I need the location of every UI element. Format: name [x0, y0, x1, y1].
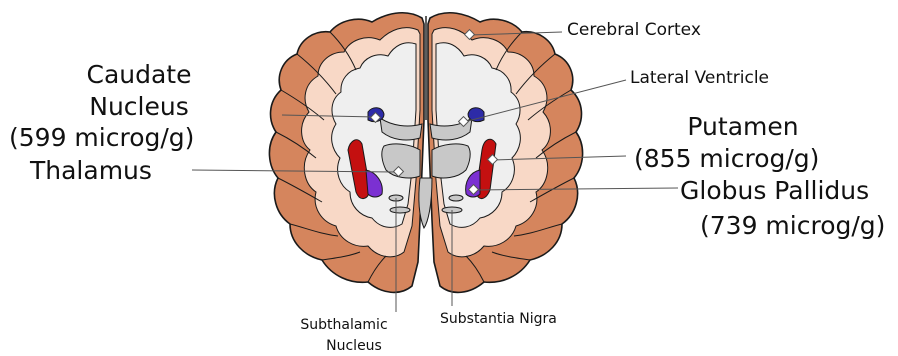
label-caudate-line2: Nucleus: [40, 94, 238, 119]
label-thalamus: Thalamus: [30, 158, 152, 183]
left-substantia-nigra: [390, 207, 410, 213]
right-caudate-nucleus: [468, 108, 484, 122]
label-putamen-line1: Putamen: [648, 114, 838, 139]
label-globus-line2: (739 microg/g): [700, 213, 885, 238]
label-caudate-line3: (599 microg/g): [9, 125, 194, 150]
label-cerebral-cortex: Cerebral Cortex: [567, 22, 701, 39]
label-putamen-line2: (855 microg/g): [634, 146, 819, 171]
label-caudate-line1: Caudate: [40, 62, 238, 87]
label-subthalamic-line2: Nucleus: [306, 339, 402, 353]
label-subthalamic-line1: Subthalamic: [296, 318, 392, 332]
label-lateral-ventricle: Lateral Ventricle: [630, 70, 769, 87]
right-subthalamic-nucleus: [449, 195, 463, 201]
label-substantia-nigra: Substantia Nigra: [440, 312, 557, 326]
third-ventricle: [419, 178, 432, 228]
label-globus-line1: Globus Pallidus: [680, 178, 869, 203]
